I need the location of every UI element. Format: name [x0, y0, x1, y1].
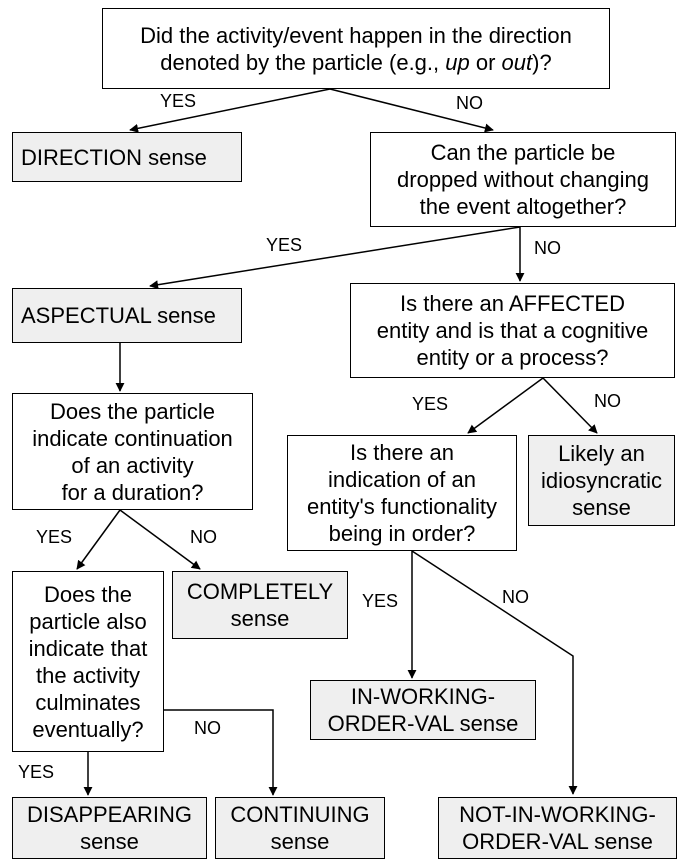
question-affected: Is there an AFFECTED entity and is that … — [350, 283, 675, 378]
question-dropped: Can the particle be dropped without chan… — [370, 132, 676, 227]
continuing-sense-label: CONTINUING sense — [230, 802, 370, 854]
question-direction-example-up: up — [445, 49, 470, 75]
question-direction-text-end: )? — [532, 49, 552, 75]
label-direction-no: NO — [456, 93, 483, 113]
direction-sense: DIRECTION sense — [12, 132, 242, 182]
disappearing-sense: DISAPPEARING sense — [12, 797, 207, 859]
edge-direction-yes — [129, 88, 331, 133]
label-functionality-yes: YES — [362, 591, 399, 611]
question-dropped-text: Can the particle be dropped without chan… — [397, 140, 649, 219]
direction-sense-label: DIRECTION sense — [21, 144, 207, 170]
not-in-working-order-sense-label: NOT-IN-WORKING- ORDER-VAL sense — [459, 802, 656, 854]
question-continuation: Does the particle indicate continuation … — [12, 393, 253, 510]
in-working-order-sense: IN-WORKING- ORDER-VAL sense — [310, 680, 536, 740]
question-affected-text: Is there an AFFECTED entity and is that … — [376, 291, 649, 370]
aspectual-sense-label: ASPECTUAL sense — [21, 303, 216, 328]
label-affected-no: NO — [594, 391, 621, 411]
edge-affected-no — [542, 377, 598, 434]
label-affected-yes: YES — [412, 394, 449, 414]
label-functionality-no: NO — [502, 587, 529, 607]
question-culminates: Does the particle also indicate that the… — [12, 571, 164, 752]
edge-continuation-yes — [76, 509, 121, 570]
edge-culminates-no — [163, 709, 278, 796]
edge-dropped-yes — [149, 226, 521, 290]
question-functionality: Is there an indication of an entity's fu… — [287, 435, 517, 551]
question-direction-text-or: or — [469, 49, 502, 75]
label-dropped-no: NO — [534, 238, 561, 258]
question-direction-example-out: out — [501, 49, 533, 75]
question-culminates-text: Does the particle also indicate that the… — [28, 581, 148, 742]
in-working-order-sense-label: IN-WORKING- ORDER-VAL sense — [327, 684, 519, 736]
idiosyncratic-sense: Likely an idiosyncratic sense — [528, 435, 675, 526]
edge-direction-no — [329, 88, 494, 133]
continuing-sense: CONTINUING sense — [215, 797, 385, 859]
question-continuation-text: Does the particle indicate continuation … — [32, 398, 233, 505]
completely-sense: COMPLETELY sense — [172, 571, 348, 639]
question-functionality-text: Is there an indication of an entity's fu… — [306, 440, 498, 546]
disappearing-sense-label: DISAPPEARING sense — [26, 802, 193, 854]
edge-affected-yes — [467, 377, 544, 434]
aspectual-sense: ASPECTUAL sense — [12, 288, 242, 343]
question-direction-text: Did the activity/event happen in the dir… — [140, 22, 572, 75]
edge-functionality-no — [411, 550, 578, 795]
label-dropped-yes: YES — [266, 235, 303, 255]
label-culminates-yes: YES — [18, 762, 55, 782]
not-in-working-order-sense: NOT-IN-WORKING- ORDER-VAL sense — [438, 797, 677, 859]
label-continuation-yes: YES — [36, 527, 73, 547]
label-culminates-no: NO — [194, 718, 221, 738]
edge-continuation-no — [119, 509, 201, 570]
label-direction-yes: YES — [160, 91, 197, 111]
question-direction: Did the activity/event happen in the dir… — [102, 8, 610, 89]
idiosyncratic-sense-label: Likely an idiosyncratic sense — [540, 441, 663, 520]
completely-sense-label: COMPLETELY sense — [186, 579, 334, 631]
label-continuation-no: NO — [190, 527, 217, 547]
